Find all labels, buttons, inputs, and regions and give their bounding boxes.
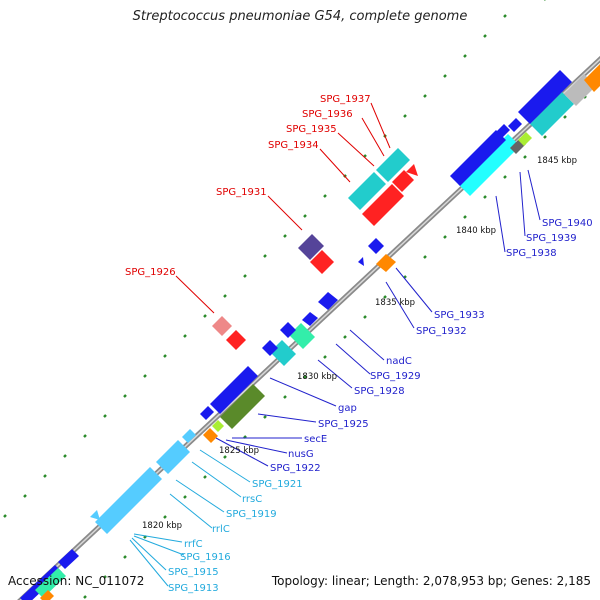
gene-block <box>348 172 386 210</box>
gene-block <box>298 234 324 260</box>
gene-label: SPG_1915 <box>168 567 219 578</box>
gene-label: SPG_1934 <box>268 140 319 151</box>
gene-block <box>95 467 162 534</box>
gene-block <box>392 170 414 192</box>
gene-label: SPG_1913 <box>168 583 219 594</box>
gene-label: SPG_1925 <box>318 419 369 430</box>
gene-block <box>226 330 246 350</box>
gene-label: SPG_1919 <box>226 509 277 520</box>
gene-block <box>58 549 79 569</box>
gene-block <box>212 316 232 336</box>
gene-block <box>518 132 532 146</box>
tick-row-lower <box>83 95 587 599</box>
scale-label: 1840 kbp <box>456 226 496 236</box>
gene-block <box>518 70 572 124</box>
gene-label: nusG <box>288 449 314 460</box>
gene-label: SPG_1938 <box>506 248 557 259</box>
gene-label: SPG_1921 <box>252 479 303 490</box>
gene-block <box>376 148 410 182</box>
gene-block <box>358 257 364 266</box>
gene-block <box>212 420 224 432</box>
genes-upper <box>90 70 572 534</box>
gene-block <box>156 440 190 474</box>
gene-label: SPG_1929 <box>370 371 421 382</box>
gene-label: SPG_1926 <box>125 267 176 278</box>
gene-block <box>530 92 574 136</box>
gene-label: secE <box>304 434 327 445</box>
gene-label: SPG_1931 <box>216 187 267 198</box>
gene-block <box>406 164 418 176</box>
gene-block <box>584 64 600 92</box>
gene-block <box>262 340 278 356</box>
gene-block <box>20 565 62 600</box>
gene-block <box>182 429 196 443</box>
scale-label: 1830 kbp <box>297 372 337 382</box>
genes-lower <box>20 64 600 600</box>
gene-label: rrfC <box>184 539 203 550</box>
gene-label: SPG_1916 <box>180 552 231 563</box>
gene-block <box>220 384 265 429</box>
gene-label: SPG_1922 <box>270 463 321 474</box>
gene-block <box>203 428 218 443</box>
gene-block <box>310 250 334 274</box>
gene-label: SPG_1936 <box>302 109 353 120</box>
scale-label: 1820 kbp <box>142 521 182 531</box>
gene-label: SPG_1937 <box>320 94 371 105</box>
tick-row-upper <box>3 0 546 518</box>
gene-label: rrsC <box>242 494 262 505</box>
gene-block <box>362 184 404 226</box>
scale-label: 1835 kbp <box>375 298 415 308</box>
gene-block <box>200 406 214 420</box>
gene-block <box>496 124 510 138</box>
gene-block <box>368 238 384 254</box>
gene-label: SPG_1932 <box>416 326 467 337</box>
gene-label: SPG_1933 <box>434 310 485 321</box>
leaders-blue <box>215 169 541 467</box>
gene-label: SPG_1939 <box>526 233 577 244</box>
accession-label: Accession: NC_011072 <box>8 574 145 588</box>
scale-label: 1845 kbp <box>537 156 577 166</box>
gene-block <box>318 292 338 310</box>
gene-block <box>302 312 318 326</box>
genome-summary: Topology: linear; Length: 2,078,953 bp; … <box>271 574 591 588</box>
gene-label: gap <box>338 403 357 414</box>
scale-label: 1825 kbp <box>219 446 259 456</box>
gene-label: SPG_1940 <box>542 218 593 229</box>
gene-block <box>40 590 54 600</box>
leaders-cyan <box>129 449 251 587</box>
map-title: Streptococcus pneumoniae G54, complete g… <box>132 9 468 24</box>
gene-label: SPG_1928 <box>354 386 405 397</box>
gene-block <box>458 134 520 196</box>
gene-label: rrlC <box>212 524 230 535</box>
gene-label: nadC <box>386 356 412 367</box>
leaders-red <box>175 102 391 314</box>
gene-block <box>508 118 522 132</box>
gene-block <box>210 366 258 414</box>
gene-block <box>450 130 506 186</box>
gene-block <box>90 510 100 520</box>
gene-block <box>280 322 296 338</box>
gene-label: SPG_1935 <box>286 124 337 135</box>
gene-block <box>376 254 396 272</box>
gene-block <box>35 568 66 598</box>
